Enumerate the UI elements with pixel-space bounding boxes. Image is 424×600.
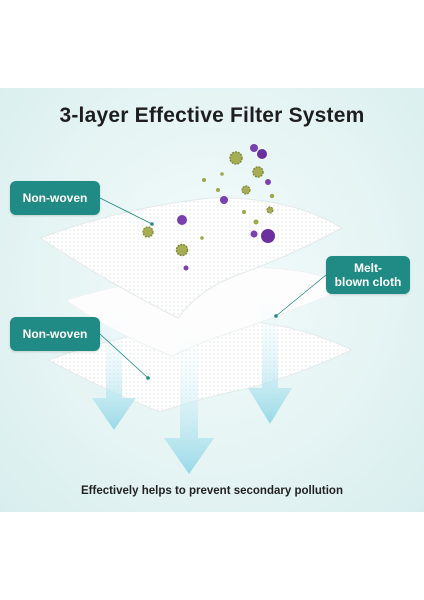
label-bottom-layer: Non-woven [10,317,100,351]
connector-dot [146,376,150,380]
label-middle-layer: Melt- blown cloth [326,256,410,294]
connector-dot [150,222,154,226]
illustration-panel: 3-layer Effective Filter System Non-wove… [0,88,424,512]
caption: Effectively helps to prevent secondary p… [80,485,343,497]
connector-line [99,197,153,225]
arrow-down-icon [164,324,214,474]
connector-line [99,333,149,379]
page-title: 3-layer Effective Filter System [59,104,365,127]
label-top-layer: Non-woven [10,181,100,215]
connector-line [275,274,327,317]
filter-layers-illustration [38,144,354,474]
top-layer-sheet [38,197,344,319]
particle-icon [142,144,275,271]
connector-dot [274,314,278,318]
arrow-down-icon [248,288,292,424]
arrow-down-icon [92,308,136,430]
